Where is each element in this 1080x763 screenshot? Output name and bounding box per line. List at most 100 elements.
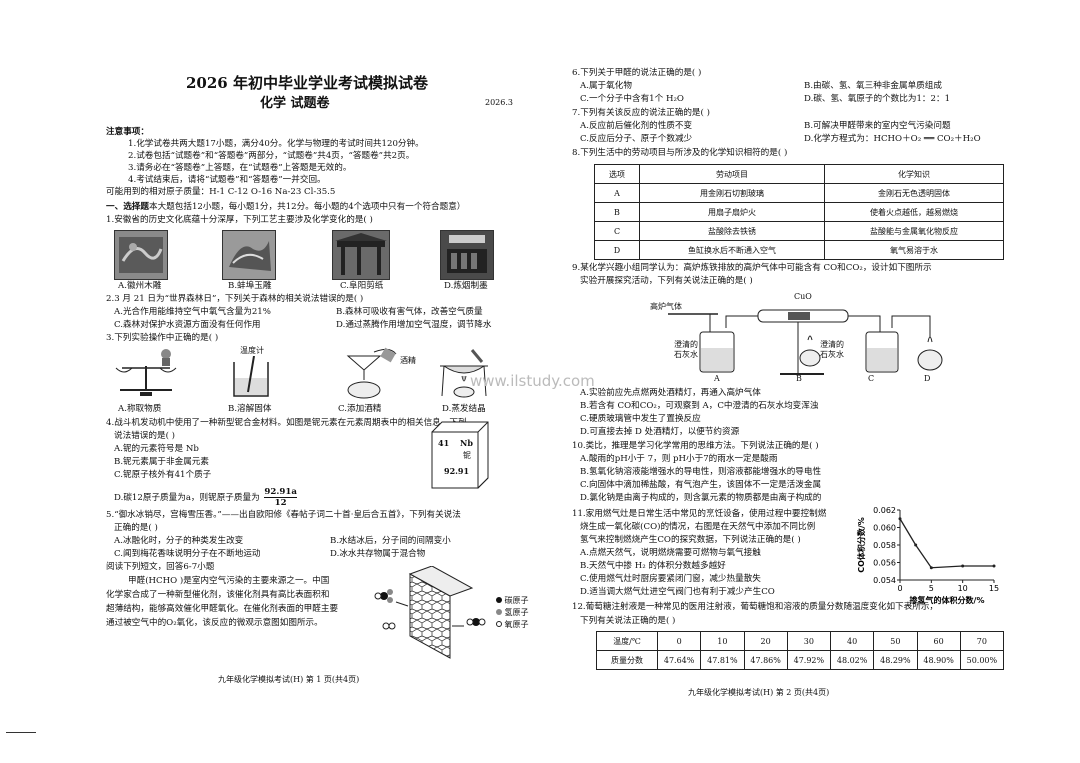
q8-cell: A [594,183,640,203]
q5-option-a: A.冰融化时，分子的种类发生改变 [114,536,244,546]
q8-cell: D [594,240,640,260]
q7-option-a: A.反应前后催化剂的性质不变 [580,121,693,131]
table-row: B 用扇子扇炉火 使着火点越低，越易燃烧 [594,202,1004,222]
q1-option-b: B.蚌埠玉雕 [228,281,272,291]
x-tick-label: 0 [897,584,902,593]
atomic-mass: 92.91 [444,466,470,476]
question-12-line-2: 下列有关说法正确的是( ) [580,616,676,626]
woodcarving-image [114,230,168,280]
q8-cell: 氧气易溶于水 [824,240,1004,260]
question-11-line-2: 烧生成一氧化碳(CO)的情况，右图是在天然气中添加不同比例 [580,522,816,532]
question-12-line-1: 12.葡萄糖注射液是一种常见的医用注射液，葡萄糖饱和溶液的质量分数随温度变化如下… [572,602,939,612]
thermometer-label: 温度计 [240,346,264,355]
atomic-masses: 可能用到的相对原子质量：H-1 C-12 O-16 Na-23 Cl-35.5 [106,187,336,197]
q9-option-c: C.硬质玻璃管中发生了置换反应 [580,414,701,424]
limewater-c-label-2: 石灰水 [820,350,844,359]
label-b: B [796,374,802,383]
q12-fraction-cell: 47.64% [656,650,702,670]
q12-fraction-cell: 47.92% [786,650,832,670]
label-d: D [924,374,931,383]
y-axis-label: CO体积分数/% [856,517,866,573]
x-tick-label: 15 [989,584,999,593]
page-2-footer: 九年级化学模拟考试(H) 第 2 页(共4页) [688,688,830,697]
q1-option-c: C.阜阳剪纸 [340,281,384,291]
q9-option-a: A.实验前应先点燃两处酒精灯，再通入高炉气体 [580,388,761,398]
evaporating-dish-figure [440,349,488,398]
q8-cell: 使着火点越低，越易燃烧 [824,202,1004,222]
q11-option-d: D.适当调大燃气灶进空气阀门也有利于减少产生CO [580,587,775,597]
question-8: 8.下列生活中的劳动项目与所涉及的化学知识相符的是( ) [572,148,788,158]
oxygen-atom-icon [496,621,502,627]
q3-option-c: C.添加酒精 [338,404,382,414]
table-row: D 鱼缸换水后不断通入空气 氧气易溶于水 [594,240,1004,260]
q12-fraction-cell: 47.81% [700,650,745,670]
limewater-a-label-1: 澄清的 [674,340,698,349]
q12-fraction-cell: 48.02% [829,650,875,670]
hydrogen-atom-icon [496,609,502,615]
notes-heading: 注意事项： [106,127,149,137]
q12-temp-cell: 20 [743,631,788,651]
q1-option-a: A.徽州木雕 [118,281,162,291]
data-point [961,564,965,568]
y-tick-label: 0.058 [873,541,896,550]
q12-row-head-fraction: 质量分数 [596,650,658,670]
q2-option-a: A.光合作用能维持空气中氧气含量为21% [114,307,271,317]
catalyst-microscopic-diagram [374,566,486,659]
q6-option-b: B.由碳、氢、氧三种非金属单质组成 [804,81,942,91]
q8-header-option: 选项 [594,164,640,184]
gas-inlet-label: 高炉气体 [650,302,682,311]
page-1: 2026 年初中毕业学业考试模拟试卷 化学 试题卷 2026.3 注意事项： 1… [100,40,562,720]
niobium-element-card [431,421,489,489]
q1-option-d: D.炼烟制墨 [444,281,488,291]
note-2: 2.试卷包括“试题卷”和“答题卷”两部分，“试题卷”共4页，“答题卷”共2页。 [128,151,415,161]
limewater-a-label-2: 石灰水 [674,350,698,359]
q9-option-b: B.若含有 CO和CO₂，可观察到 A，C中澄清的石灰水均变浑浊 [580,401,819,411]
q8-cell: 用金刚石切割玻璃 [639,183,825,203]
co-co2-apparatus-diagram [668,309,943,375]
q12-fraction-cell: 48.90% [916,650,961,670]
q12-temp-cell: 0 [656,631,702,651]
q6-option-c: C.一个分子中含有1个 H₂O [580,94,684,104]
element-name: 铌 [463,451,471,460]
q10-option-c: C.向固体中滴加稀盐酸，有气泡产生，该固体不一定是活泼金属 [580,480,822,490]
element-symbol: Nb [460,438,473,448]
q12-temp-cell: 70 [959,631,1005,651]
question-4-line-1: 4.战斗机发动机中使用了一种新型铌合金材料。如图是铌元素在元素周期表中的相关信息… [106,418,467,428]
q12-temp-cell: 50 [873,631,918,651]
series-line [899,518,994,569]
q8-header-knowledge: 化学知识 [824,164,1004,184]
q8-header-labor: 劳动项目 [639,164,825,184]
carbon-atom-icon [496,597,502,603]
x-tick-label: 10 [958,584,968,593]
question-4-line-2: 说法错误的是( ) [114,431,175,441]
table-row: A 用金刚石切割玻璃 金刚石无色透明固体 [594,183,1004,203]
y-tick-label: 0.060 [873,524,896,533]
q12-table: 温度/℃ 0 10 20 30 40 50 60 70 质量分数 47.64% … [596,631,1005,670]
note-4: 4.考试结束后，请将“试题卷”和“答题卷”一并交回。 [128,175,326,185]
q9-option-d: D.可直接去掉 D 处酒精灯，以便节约资源 [580,427,740,437]
q5-option-c: C.闻到梅花香味说明分子在不断地运动 [114,549,261,559]
beaker-figure [233,356,269,397]
label-c: C [868,374,875,383]
legend-carbon: 碳原子 [496,596,529,606]
jade-carving-image [222,230,276,280]
edge-mark [6,732,36,733]
data-point [914,543,918,547]
q7-option-d: D.化学方程式为：HCHO＋O₂ ══ CO₂＋H₂O [804,134,981,144]
note-3: 3.请务必在“答题卷”上答题，在“试题卷”上答题是无效的。 [128,163,352,173]
question-3: 3.下列实验操作中正确的是( ) [106,333,219,343]
q6-option-d: D.碳、氢、氧原子的个数比为1：2：1 [804,94,951,104]
q4-option-b: B.铌元素属于非金属元素 [114,457,209,467]
q5-option-d: D.冰水共存物属于混合物 [330,549,426,559]
q11-option-c: C.使用燃气灶时厨房要紧闭门窗，减少热量散失 [580,574,761,584]
q12-fraction-cell: 48.29% [873,650,918,670]
section-1-heading: 一、选择题本大题包括12小题，每小题1分，共12分。每小题的4个选项中只有一个符… [106,202,466,212]
question-9-line-2: 实验开展探究活动，下列有关说法正确的是( ) [580,276,753,286]
q3-option-a: A.称取物质 [118,404,162,414]
q12-temp-cell: 40 [829,631,875,651]
exam-subtitle: 化学 试题卷 [260,96,330,111]
atomic-number: 41 [438,438,450,448]
passage-line-1: 甲醛(HCHO )是室内空气污染的主要来源之一。中国 [128,576,330,586]
table-row: C 盐酸除去铁锈 盐酸能与金属氧化物反应 [594,221,1004,241]
